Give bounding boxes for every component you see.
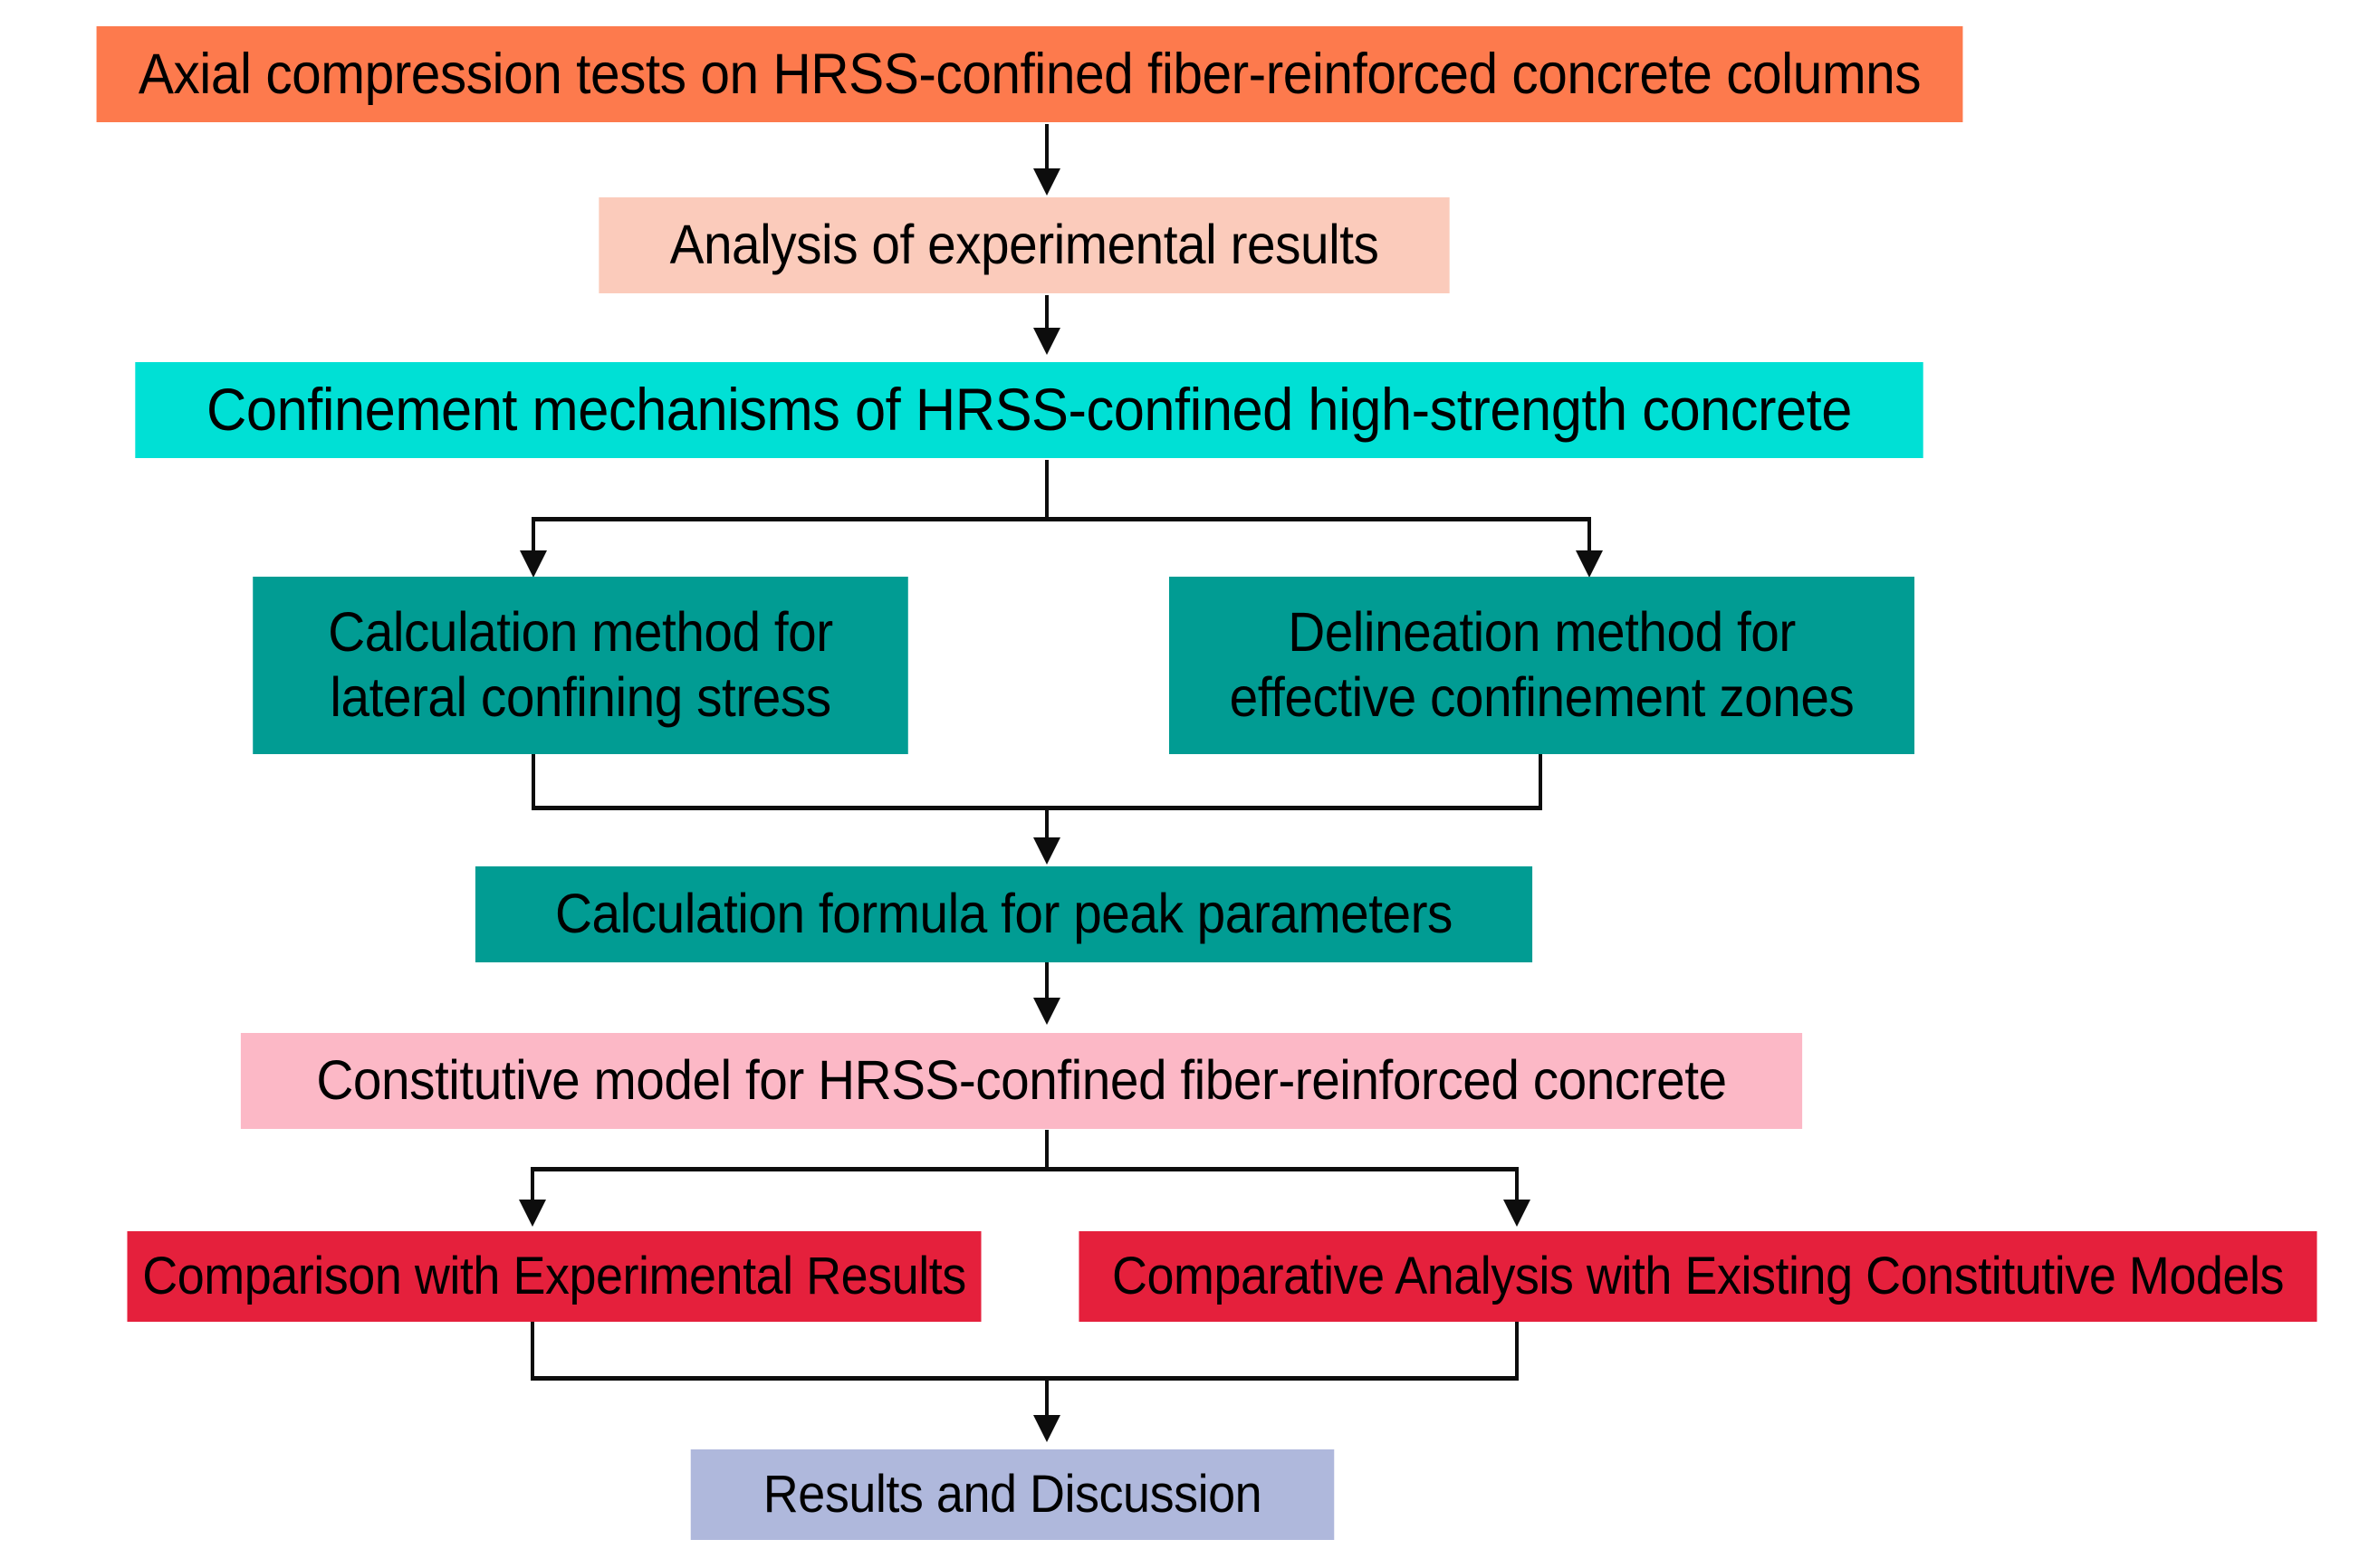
node-analysis-of-experimental-results-label: Analysis of experimental results: [669, 214, 1379, 276]
connector-confinement-split-right-arrowhead: [1576, 550, 1603, 578]
node-delineation-method-effective-confinement-zones-label-line2: effective confinement zones: [1229, 666, 1855, 728]
connector-analysis-to-confinement-line: [1045, 295, 1049, 340]
node-axial-compression-tests-label: Axial compression tests on HRSS-confined…: [138, 42, 1922, 106]
connector-axial-to-analysis-arrowhead: [1033, 168, 1060, 196]
connector-confinement-split-stem: [1045, 460, 1049, 521]
connector-teal-merge-left-drop: [532, 754, 535, 809]
node-constitutive-model-label: Constitutive model for HRSS-confined fib…: [316, 1049, 1727, 1112]
connector-red-merge-arrowhead: [1033, 1415, 1060, 1442]
node-comparative-analysis-existing-constitutive-models[interactable]: Comparative Analysis with Existing Const…: [1079, 1231, 2317, 1322]
node-calculation-method-lateral-confining-stress[interactable]: Calculation method for lateral confining…: [253, 577, 908, 754]
connector-constitutive-split-right-drop: [1515, 1167, 1519, 1205]
connector-red-merge-stem: [1045, 1376, 1049, 1421]
connector-red-merge-right-drop: [1515, 1322, 1519, 1379]
connector-constitutive-split-left-arrowhead: [519, 1200, 546, 1227]
node-analysis-of-experimental-results[interactable]: Analysis of experimental results: [599, 197, 1450, 293]
node-delineation-method-effective-confinement-zones-label-line1: Delineation method for: [1288, 601, 1796, 664]
node-comparison-with-experimental-results-label: Comparison with Experimental Results: [142, 1246, 966, 1305]
connector-red-merge-bar: [531, 1376, 1519, 1381]
connector-constitutive-split-right-arrowhead: [1503, 1200, 1530, 1227]
node-comparative-analysis-existing-constitutive-models-label: Comparative Analysis with Existing Const…: [1112, 1246, 2284, 1305]
connector-constitutive-split-left-drop: [531, 1167, 534, 1205]
connector-red-merge-left-drop: [531, 1322, 534, 1379]
node-confinement-mechanisms[interactable]: Confinement mechanisms of HRSS-confined …: [135, 362, 1923, 458]
connector-teal-merge-right-drop: [1539, 754, 1542, 809]
connector-peak-to-constitutive-line: [1045, 962, 1049, 1009]
connector-confinement-split-left-drop: [532, 517, 535, 564]
connector-confinement-split-bar: [532, 517, 1591, 521]
connector-confinement-split-left-arrowhead: [520, 550, 547, 578]
node-calculation-method-lateral-confining-stress-label-line1: Calculation method for: [328, 601, 833, 664]
node-calculation-formula-peak-parameters[interactable]: Calculation formula for peak parameters: [475, 866, 1533, 962]
connector-teal-merge-stem: [1045, 806, 1049, 849]
connector-analysis-to-confinement-arrowhead: [1033, 328, 1060, 355]
connector-constitutive-split-bar: [531, 1167, 1519, 1171]
node-delineation-method-effective-confinement-zones[interactable]: Delineation method for effective confine…: [1168, 577, 1915, 754]
connector-teal-merge-bar: [532, 806, 1542, 810]
connector-peak-to-constitutive-arrowhead: [1033, 998, 1060, 1025]
node-axial-compression-tests[interactable]: Axial compression tests on HRSS-confined…: [96, 26, 1963, 122]
connector-axial-to-analysis-line: [1045, 124, 1049, 187]
connector-teal-merge-arrowhead: [1033, 837, 1060, 865]
connector-constitutive-split-stem: [1045, 1130, 1049, 1171]
node-calculation-method-lateral-confining-stress-label-line2: lateral confining stress: [330, 666, 831, 728]
node-comparison-with-experimental-results[interactable]: Comparison with Experimental Results: [127, 1231, 982, 1322]
node-results-and-discussion-label: Results and Discussion: [762, 1464, 1262, 1524]
node-constitutive-model[interactable]: Constitutive model for HRSS-confined fib…: [240, 1033, 1803, 1129]
connector-confinement-split-right-drop: [1587, 517, 1591, 564]
node-calculation-formula-peak-parameters-label: Calculation formula for peak parameters: [555, 883, 1453, 945]
node-confinement-mechanisms-label: Confinement mechanisms of HRSS-confined …: [206, 376, 1852, 444]
node-results-and-discussion[interactable]: Results and Discussion: [690, 1449, 1335, 1540]
